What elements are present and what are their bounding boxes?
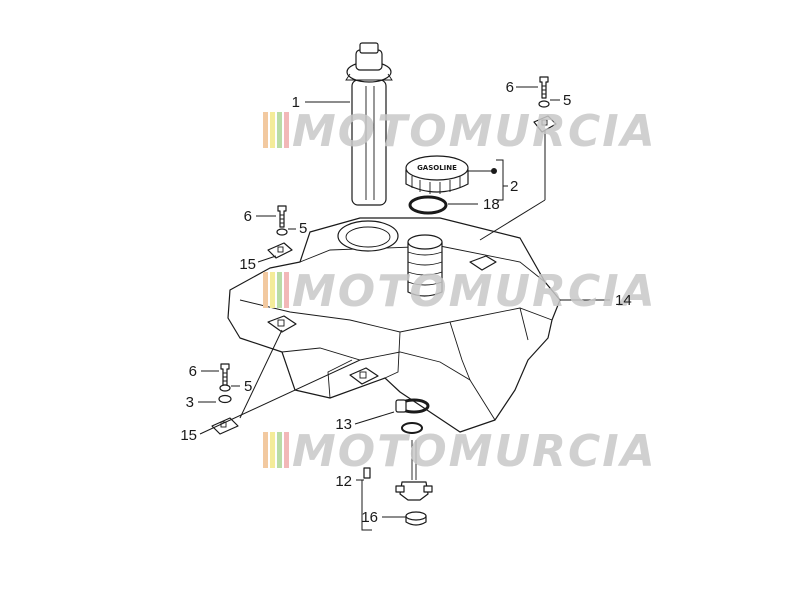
callout-16: 16 [361, 509, 378, 526]
callout-5: 5 [563, 92, 571, 109]
watermark-text: MOTOMURCIA [292, 106, 657, 157]
cap-o-ring [408, 195, 448, 215]
screw-set-upper-left [267, 205, 293, 259]
watermark-logo-top: MOTOMURCIA [263, 106, 657, 157]
watermark-stripe [263, 112, 268, 148]
watermark-logo-bottom: MOTOMURCIA [263, 426, 657, 477]
callout-12: 12 [335, 473, 352, 490]
callout-6: 6 [506, 79, 514, 96]
fuel-cap: GASOLINE [405, 155, 469, 194]
watermark-stripe [277, 432, 282, 468]
watermark-text: MOTOMURCIA [292, 426, 657, 477]
watermark-stripe [270, 272, 275, 308]
watermark-stripe [284, 432, 289, 468]
screw-set-upper-right [533, 76, 557, 133]
callout-6: 6 [189, 363, 197, 380]
watermark-text: MOTOMURCIA [292, 266, 657, 317]
callout-2: 2 [510, 178, 518, 195]
callout-5: 5 [299, 220, 307, 237]
callout-3: 3 [186, 394, 194, 411]
watermark-stripe [270, 112, 275, 148]
callout-5: 5 [244, 378, 252, 395]
cap-marking: GASOLINE [417, 164, 457, 172]
watermark-stripe [277, 112, 282, 148]
watermark-stripe [284, 112, 289, 148]
watermark-stripe [284, 272, 289, 308]
callout-15: 15 [180, 427, 197, 444]
seal-ring [401, 422, 423, 434]
callout-1: 1 [292, 94, 300, 111]
watermark-stripe [277, 272, 282, 308]
filter-cup [405, 511, 427, 526]
callout-14: 14 [615, 292, 632, 309]
callout-18: 18 [483, 196, 500, 213]
hose-clamp [395, 398, 430, 414]
watermark-stripe [263, 272, 268, 308]
fuel-level-sender [345, 42, 393, 206]
callouts: 1 6 5 2 18 6 5 15 14 6 5 3 15 13 12 16 [180, 79, 631, 526]
watermark-logo-middle: MOTOMURCIA [263, 266, 657, 317]
callout-15: 15 [239, 256, 256, 273]
callout-13: 13 [335, 416, 352, 433]
fuel-tank-body [227, 217, 561, 433]
callout-6: 6 [244, 208, 252, 225]
watermark-stripe [270, 432, 275, 468]
leader-lines [198, 86, 610, 531]
watermark-stripe [263, 432, 268, 468]
fuel-tap [363, 440, 433, 501]
screw-set-lower-left [211, 363, 239, 435]
